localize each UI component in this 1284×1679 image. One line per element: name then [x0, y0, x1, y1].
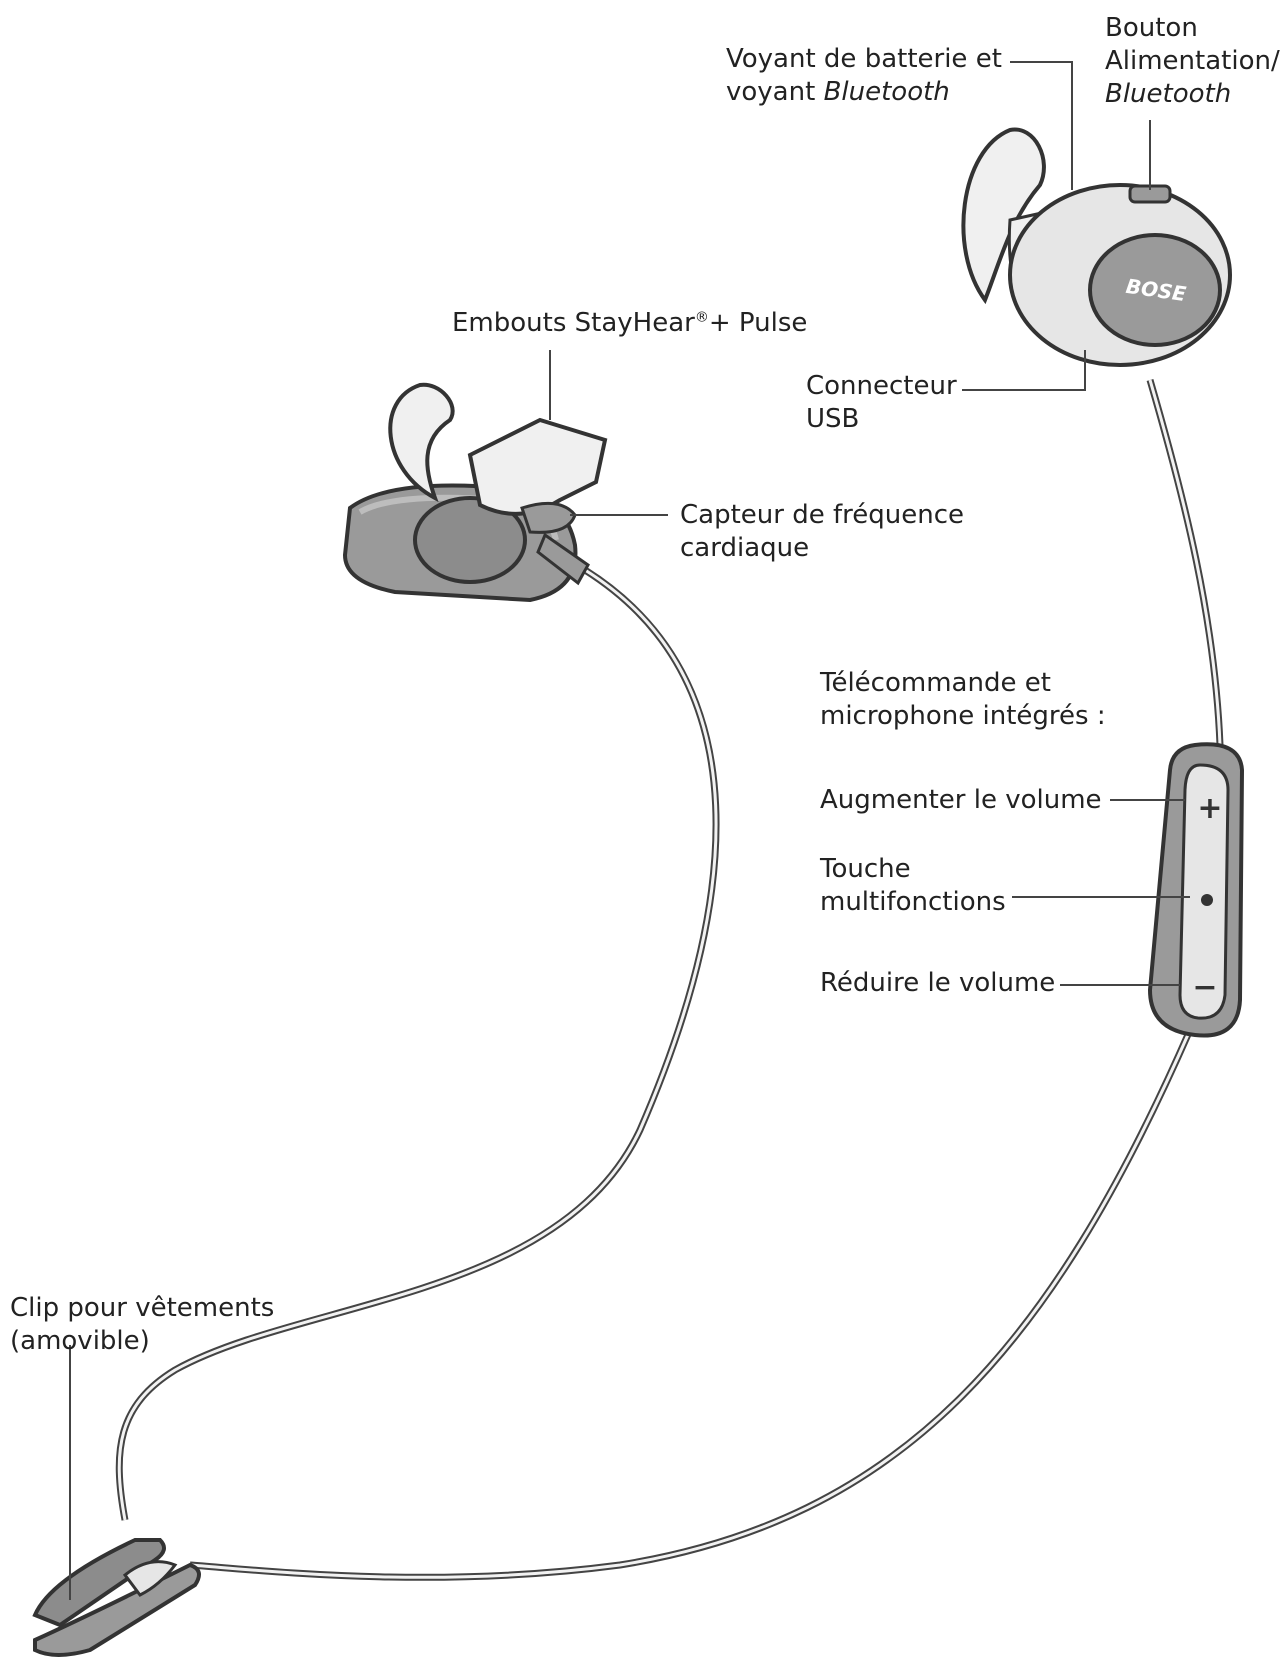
left-cable-strain-relief [536, 532, 590, 586]
clip-spring [122, 1560, 178, 1597]
left-eartip [467, 417, 608, 516]
right-eartip-wing [961, 127, 1046, 305]
remote-multifunction-dot [1201, 894, 1213, 906]
volume-down-label: Réduire le volume [820, 968, 1056, 998]
inline-remote: + − [1147, 742, 1245, 1038]
remote-face [1178, 763, 1230, 1020]
left-earbud [342, 382, 608, 603]
multifunction-button-label: Touche multifonctions [820, 854, 1006, 917]
clip-bottom-jaw [33, 1562, 201, 1657]
clothing-clip-label: Clip pour vêtements (amovible) [10, 1293, 275, 1356]
cable-right [1146, 379, 1224, 746]
cable-left [115, 567, 720, 1521]
usb-connector-label: Connecteur USB [806, 371, 957, 434]
battery-led-label-line1: Voyant de batterie et [726, 44, 1002, 74]
heart-rate-sensor-label: Capteur de fréquence cardiaque [680, 500, 964, 563]
cable-bottom-inner [189, 1029, 1192, 1579]
cable-left-inner [117, 568, 718, 1521]
remote-microphone-label: Télécommande et microphone intégrés : [820, 668, 1106, 731]
cable-right-inner [1148, 379, 1222, 746]
left-eartip-wing [388, 382, 455, 503]
left-earbud-nozzle [413, 496, 527, 584]
leader-usb [962, 350, 1086, 391]
volume-up-label: Augmenter le volume [820, 785, 1102, 815]
remote-plus-mark: + [1197, 791, 1222, 826]
clothing-clip [32, 1538, 201, 1657]
right-earbud: BOSE [961, 127, 1232, 367]
leader-battery-led [1010, 61, 1073, 190]
battery-bluetooth-led-label: Voyant de batterie et voyant Bluetooth [726, 43, 1002, 109]
battery-led-label-line2: voyant Bluetooth [726, 77, 950, 107]
clip-top-jaw [32, 1538, 166, 1628]
remote-minus-mark: − [1192, 970, 1217, 1005]
stayhear-eartips-label: Embouts StayHear®+ Pulse [452, 308, 808, 338]
right-earbud-cap [1088, 233, 1222, 347]
power-bluetooth-button-label: Bouton Alimentation/ Bluetooth [1105, 13, 1280, 109]
